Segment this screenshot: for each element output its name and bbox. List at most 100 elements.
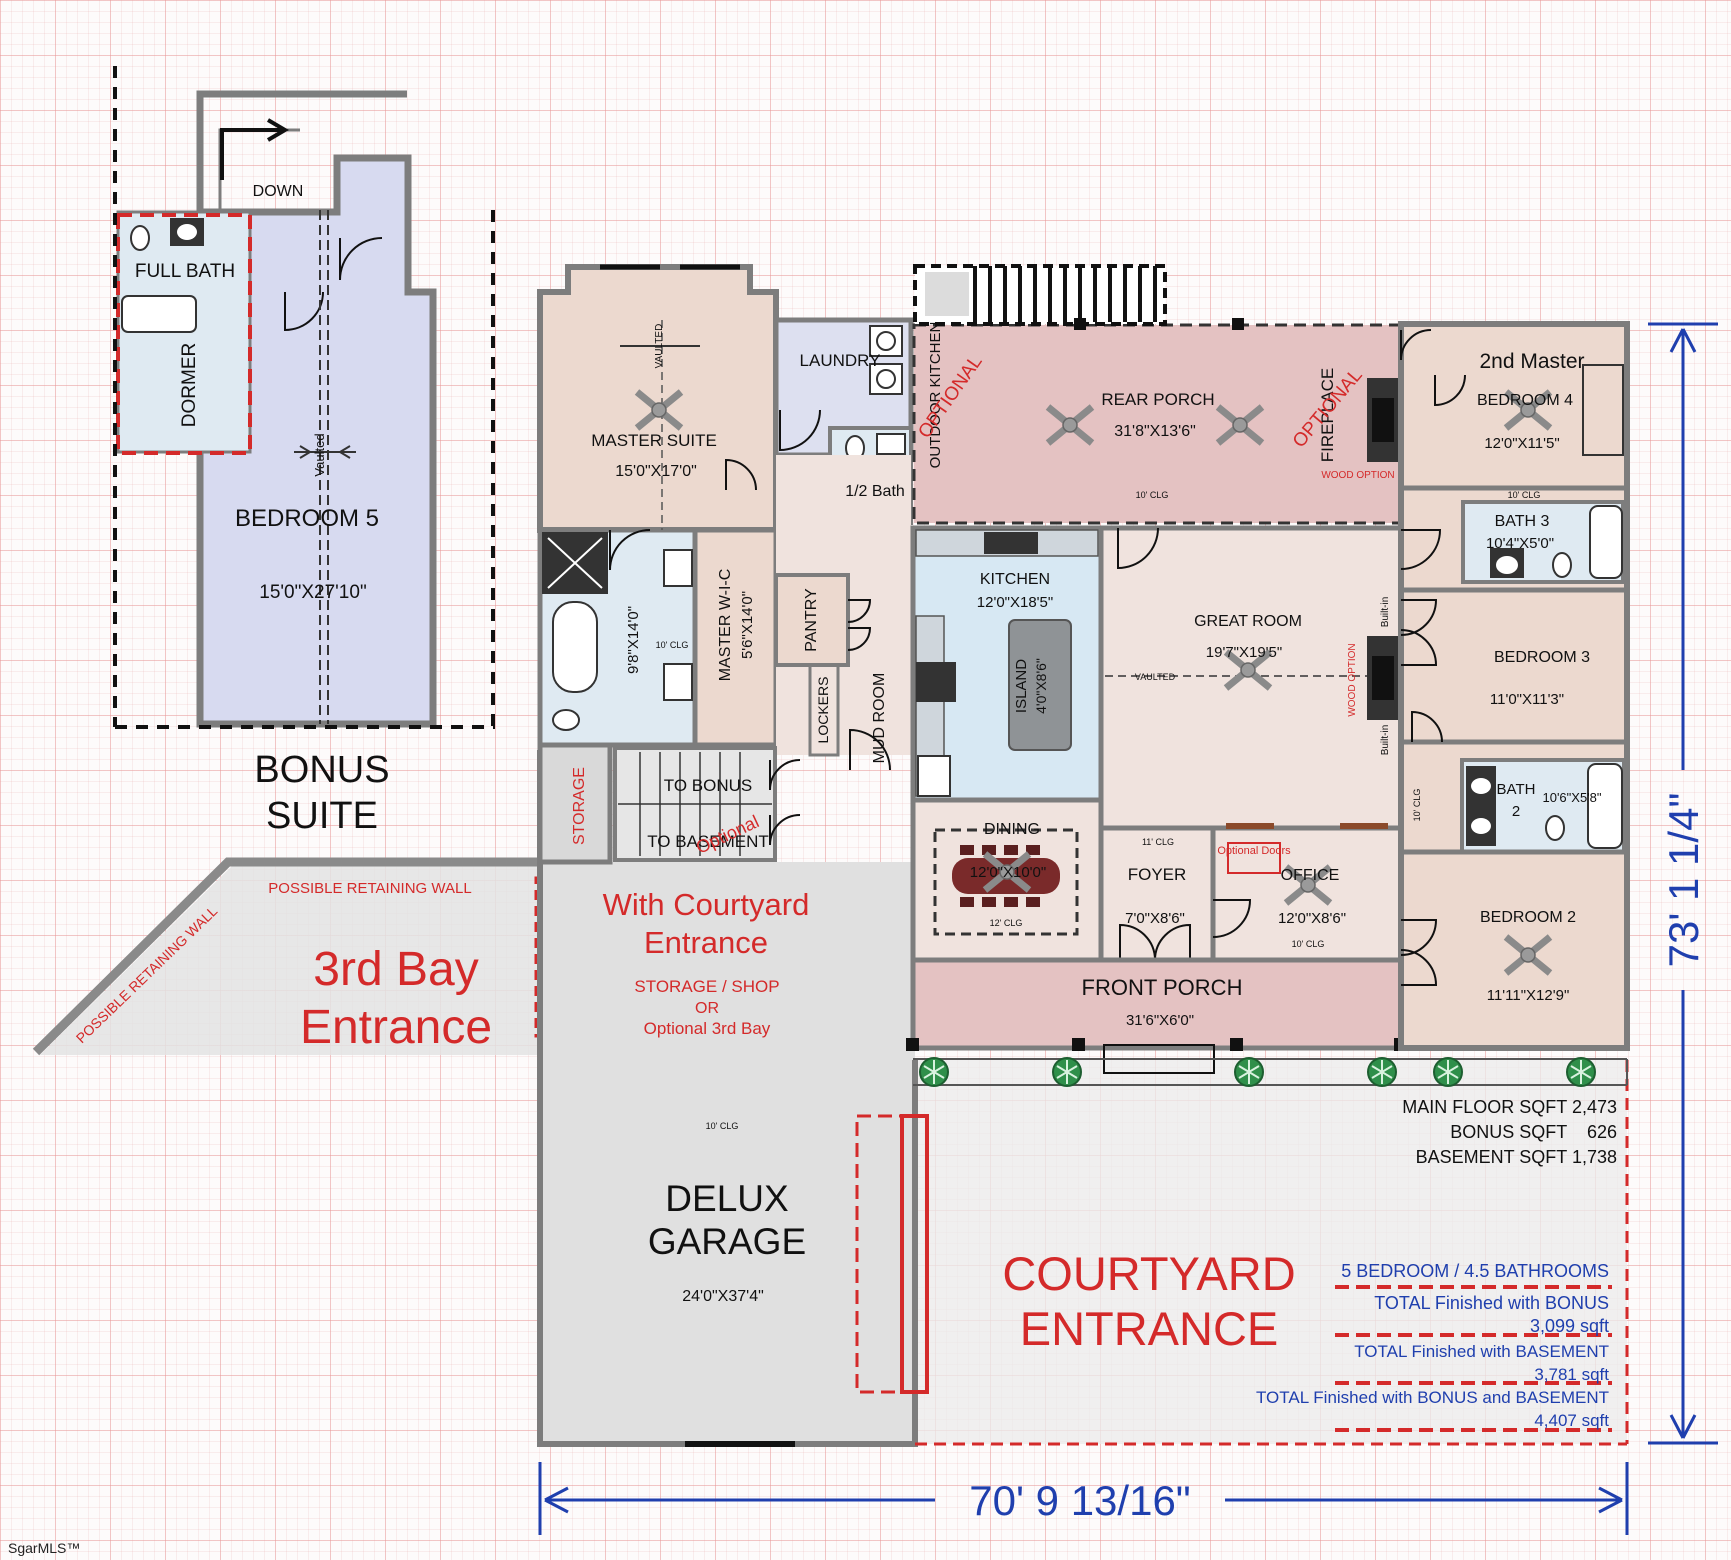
laundry-label: LAUNDRY — [800, 351, 881, 370]
bedroom5-size: 15'0"X27'10" — [259, 582, 366, 603]
bonus-suite — [113, 66, 495, 729]
master-suite-floor — [537, 264, 779, 533]
garage-clg: 10' CLG — [706, 1121, 739, 1131]
built-in-top: Built-in — [1380, 597, 1391, 628]
courtyard-garage-door — [855, 1114, 929, 1394]
wood-option-great: WOOD OPTION — [1347, 643, 1358, 716]
dining-clg: 12' CLG — [990, 918, 1023, 928]
range — [916, 662, 956, 702]
foyer — [1098, 825, 1216, 963]
width-dimension: 70' 9 13/16" — [969, 1477, 1190, 1524]
total-all-value: 4,407 sqft — [1534, 1411, 1609, 1430]
foyer-size: 7'0"X8'6" — [1125, 910, 1185, 927]
tub — [552, 601, 598, 693]
master-suite-name: MASTER SUITE — [591, 431, 717, 450]
bathtub — [121, 295, 197, 333]
dimension-lines — [538, 322, 1718, 1535]
rear-porch-name: REAR PORCH — [1101, 390, 1214, 409]
island — [1008, 619, 1072, 751]
retaining-wall-top: POSSIBLE RETAINING WALL — [268, 880, 471, 897]
dining-rug — [933, 828, 1079, 936]
great-room-vaulted: VAULTED — [1135, 672, 1176, 682]
right-wing — [1398, 321, 1630, 1051]
basement-sqft: BASEMENT SQFT 1,738 — [1416, 1147, 1617, 1167]
stair-down-arrow — [220, 118, 289, 180]
lockers-label: LOCKERS — [815, 677, 831, 744]
total-basement-value: 3,781 sqft — [1534, 1365, 1609, 1384]
bonus-stair-wall — [196, 90, 407, 212]
main-house — [537, 264, 1630, 1086]
master-vaulted-label: VAULTED — [654, 324, 665, 369]
dining-name: DINING — [984, 821, 1040, 838]
bonus-title-2: SUITE — [266, 795, 378, 837]
bay-slab — [40, 866, 540, 1055]
pantry — [774, 573, 850, 667]
bedroom-count: 5 BEDROOM / 4.5 BATHROOMS — [1341, 1261, 1609, 1281]
bonus-door-arc — [339, 237, 383, 281]
front-porch — [910, 957, 1404, 1051]
outdoor-kitchen-label: OUTDOOR KITCHEN — [927, 322, 944, 469]
bath2-size: 10'6"X5'8" — [1542, 790, 1601, 805]
mud-room-label: MUD ROOM — [871, 673, 888, 764]
master-bath-size: 9'8"X14'0" — [625, 606, 642, 674]
courtyard-1: COURTYARD — [1002, 1247, 1295, 1300]
master-suite-size: 15'0"X17'0" — [615, 463, 697, 480]
depth-dimension: 73' 1 1/4" — [1660, 793, 1707, 968]
toilet — [130, 225, 150, 251]
bath2-num: 2 — [1512, 803, 1520, 820]
dormer-label: DORMER — [179, 343, 200, 427]
watermark: SgarMLS™ — [8, 1540, 80, 1556]
pantry-label: PANTRY — [803, 588, 820, 652]
rear-porch — [912, 323, 1404, 525]
office-size: 12'0"X8'6" — [1278, 910, 1346, 927]
bonus-sqft: BONUS SQFT 626 — [1450, 1122, 1617, 1142]
optional-third-bay: Optional 3rd Bay — [644, 1019, 771, 1038]
bath3-name: BATH 3 — [1495, 513, 1550, 530]
half-bath-label: 1/2 Bath — [845, 483, 905, 500]
total-bonus-label: TOTAL Finished with BONUS — [1374, 1293, 1609, 1313]
front-porch-name: FRONT PORCH — [1082, 975, 1243, 1000]
foyer-clg: 11' CLG — [1142, 837, 1174, 847]
dining-size: 12'0"X10'0" — [970, 864, 1046, 881]
bedroom4-name: BEDROOM 4 — [1477, 392, 1573, 409]
kitchen-name: KITCHEN — [980, 571, 1050, 588]
third-bay-2: Entrance — [300, 1001, 492, 1054]
great-room-name: GREAT ROOM — [1194, 613, 1302, 630]
bedroom4-size: 12'0"X11'5" — [1484, 435, 1559, 452]
with-courtyard-2: Entrance — [644, 925, 768, 960]
stat-underlines — [1335, 1285, 1612, 1432]
bonus-vaulted-label: Vaulted — [312, 433, 327, 476]
total-bonus-value: 3,099 sqft — [1530, 1316, 1609, 1336]
total-all-label: TOTAL Finished with BONUS and BASEMENT — [1256, 1388, 1609, 1407]
rear-porch-size: 31'8"X13'6" — [1114, 423, 1196, 440]
island-name: ISLAND — [1013, 659, 1030, 713]
bedroom2-size: 11'11"X12'9" — [1487, 987, 1570, 1004]
optional-doors-label: Optional Doors — [1217, 845, 1291, 857]
optional-doors-box — [1227, 842, 1281, 874]
bedroom2-name: BEDROOM 2 — [1480, 909, 1576, 926]
garage-line1: DELUX — [665, 1178, 788, 1219]
total-basement-label: TOTAL Finished with BASEMENT — [1354, 1342, 1609, 1361]
office-name: OFFICE — [1281, 867, 1340, 884]
front-porch-size: 31'6"X6'0" — [1126, 1012, 1194, 1029]
built-in-bottom: Built-in — [1380, 725, 1391, 756]
rear-porch-clg: 10' CLG — [1136, 490, 1169, 500]
island-size: 4'0"X8'6" — [1033, 658, 1049, 714]
garage-line2: GARAGE — [648, 1221, 806, 1262]
fireplace-label: FIREPLACE — [1318, 368, 1337, 462]
storage-label: STORAGE — [571, 767, 588, 845]
bedroom4-clg: 10' CLG — [1508, 490, 1541, 500]
or-label: OR — [695, 1000, 719, 1017]
master-wic-label: MASTER W-I-C — [717, 569, 734, 682]
lockers — [808, 663, 840, 757]
to-basement-label: TO BASEMENT — [647, 832, 769, 851]
garage-courtyard — [537, 750, 1629, 1447]
bonus-title-1: BONUS — [254, 749, 389, 791]
master-wic — [692, 527, 779, 748]
garage-floor — [540, 862, 915, 1444]
storage-shop: STORAGE / SHOP — [634, 977, 779, 996]
office-clg: 10' CLG — [1292, 939, 1325, 949]
bath2-clg: 10' CLG — [1412, 789, 1422, 822]
bath3-size: 10'4"X5'0" — [1486, 535, 1554, 552]
